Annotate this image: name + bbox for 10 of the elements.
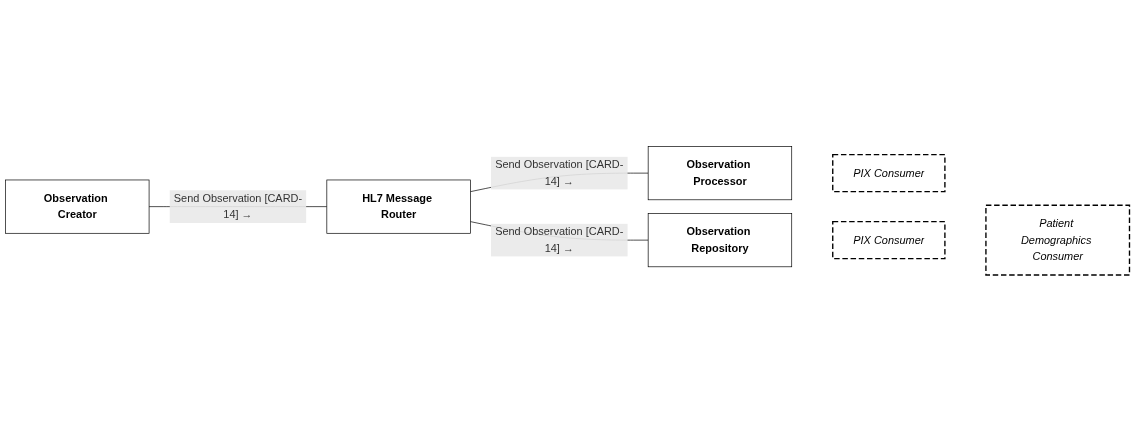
edge-label: Send Observation [CARD-14] → xyxy=(495,225,624,254)
node-box: Patient Demographics Consumer xyxy=(985,204,1131,276)
edge-label: Send Observation [CARD-14] → xyxy=(173,192,303,221)
node-box: HL7 Message Router xyxy=(326,179,471,234)
node-box: PIX Consumer xyxy=(832,220,946,260)
node-box: Observation Creator xyxy=(5,179,150,234)
edge-label: Send Observation [CARD-14] → xyxy=(495,158,624,187)
node-box: Observation Repository xyxy=(647,212,793,267)
node-box: PIX Consumer xyxy=(832,153,946,193)
node-box: Observation Processor xyxy=(647,145,793,200)
